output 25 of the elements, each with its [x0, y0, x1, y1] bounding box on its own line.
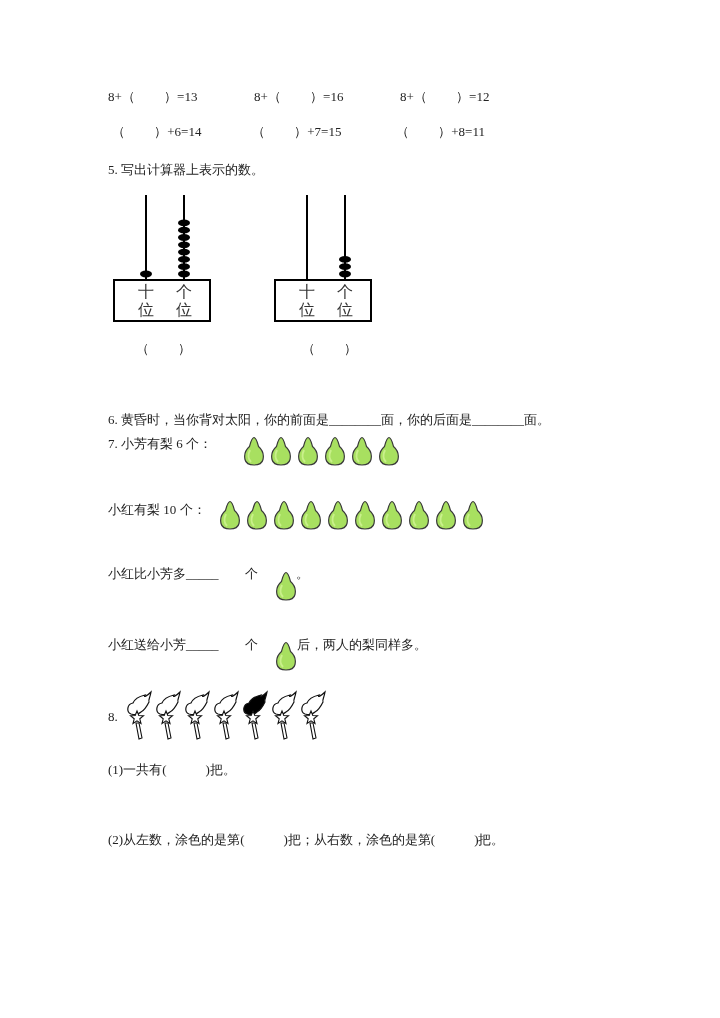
- question-text: 7. 小芳有梨 6 个：: [108, 436, 212, 452]
- place-value-label: 个位: [176, 283, 192, 319]
- question-text: 小红比小芳多_____ 个: [108, 566, 258, 582]
- question-text: （ ）+7=15: [252, 124, 342, 140]
- place-value-label: 十位: [299, 283, 315, 319]
- question-text: 小红有梨 10 个：: [108, 502, 206, 518]
- question-text: 6. 黄昏时，当你背对太阳，你的前面是________面，你的后面是________面。: [108, 412, 550, 428]
- question-text: （ ）+6=14: [112, 124, 202, 140]
- question-text: 5. 写出计算器上表示的数。: [108, 162, 264, 178]
- question-text: （ ）: [136, 341, 192, 357]
- question-text: 8+（ ）=16: [254, 89, 344, 105]
- question-text: (2)从左数，涂色的是第( )把；从右数，涂色的是第( )把。: [108, 832, 505, 848]
- abacus-base-box: [274, 279, 372, 322]
- question-text: 8.: [108, 709, 118, 725]
- question-text: （ ）+8=11: [396, 124, 485, 140]
- question-text: （ ）: [302, 341, 358, 357]
- place-value-label: 十位: [138, 283, 154, 319]
- place-value-label: 个位: [337, 283, 353, 319]
- question-text: 小红送给小芳_____ 个: [108, 637, 258, 653]
- question-text: (1)一共有( )把。: [108, 762, 236, 778]
- question-text: 8+（ ）=12: [400, 89, 490, 105]
- question-text: 8+（ ）=13: [108, 89, 198, 105]
- question-text: 后，两人的梨同样多。: [297, 637, 427, 653]
- question-text: 。: [296, 566, 309, 582]
- abacus-base-box: [113, 279, 211, 322]
